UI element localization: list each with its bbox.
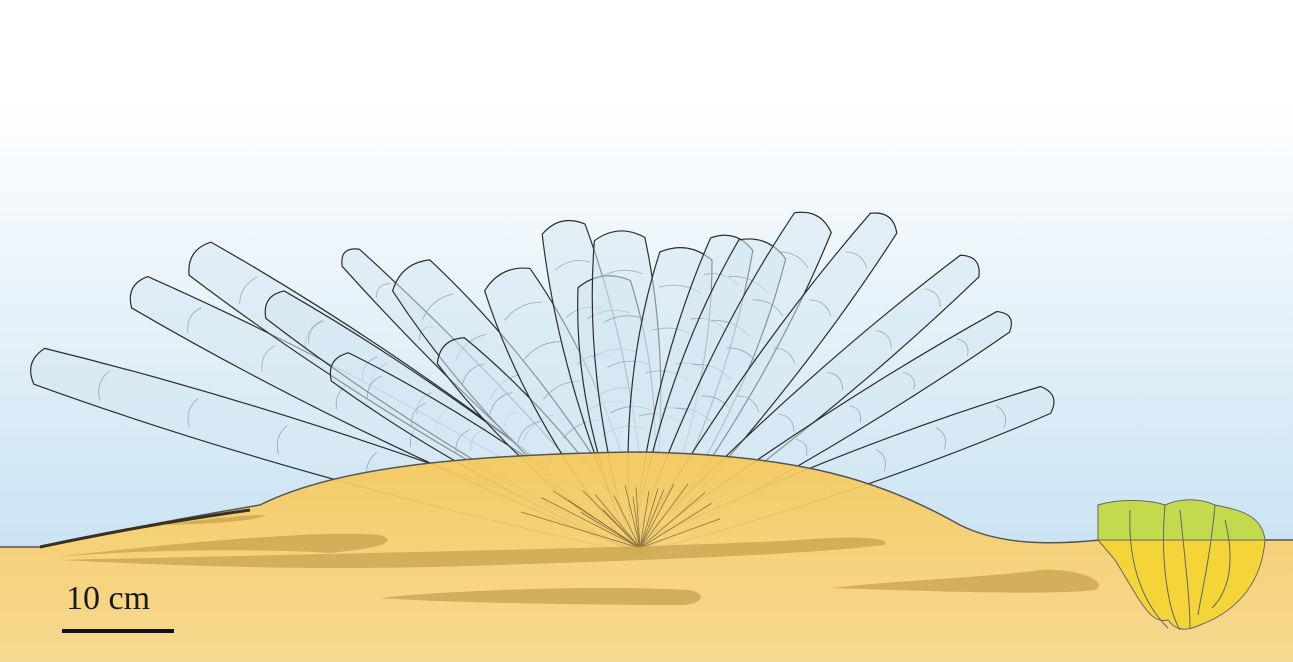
scale-bar-label: 10 cm — [66, 582, 150, 616]
scale-bar — [62, 629, 174, 633]
